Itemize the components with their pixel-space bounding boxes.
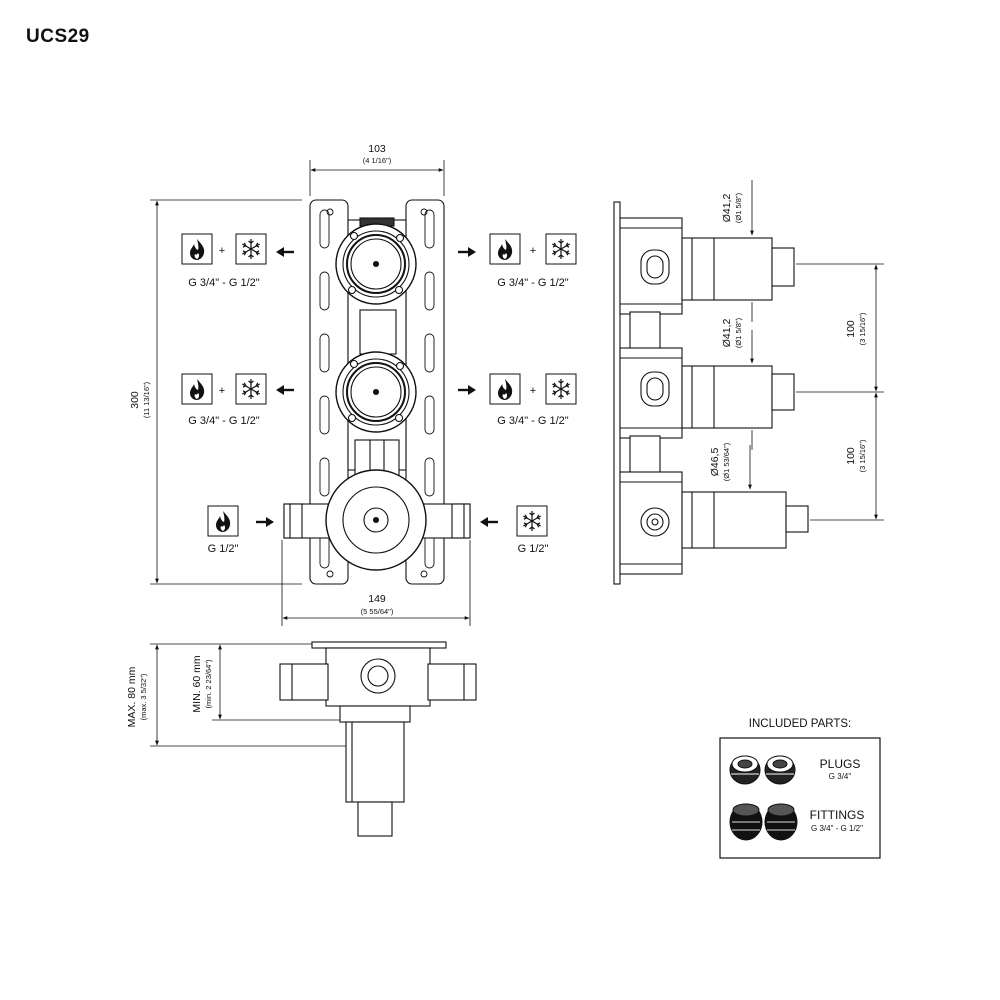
- fitting-icon: [764, 803, 798, 841]
- flame-icon: [489, 373, 521, 405]
- front-view: [283, 199, 471, 585]
- part-size-plugs: G 3/4": [829, 772, 852, 781]
- arrow-right-icon: [456, 245, 478, 259]
- included-parts-heading: INCLUDED PARTS:: [749, 718, 851, 730]
- arrow-left-icon: [478, 515, 500, 529]
- fitting-icon: [729, 803, 763, 841]
- dim-max-depth: MAX. 80 mm: [126, 666, 138, 727]
- flame-icon: [181, 233, 213, 265]
- dim-diameter-lower: Ø46,5: [709, 448, 721, 477]
- depth-dimensions: [150, 643, 346, 747]
- snowflake-icon: [235, 373, 267, 405]
- dim-width-bottom-imperial: (5 55/64"): [361, 607, 394, 616]
- dim-width-bottom: 149: [368, 593, 386, 605]
- plug-icon: [729, 755, 761, 785]
- flame-icon: [207, 505, 239, 537]
- part-size-fittings: G 3/4" - G 1/2": [811, 824, 863, 833]
- dim-height: 300: [129, 391, 141, 409]
- dim-width-top-imperial: (4 1/16"): [363, 156, 392, 165]
- label-outlet-mid-left: G 3/4" - G 1/2": [188, 415, 259, 427]
- plus-sign: +: [219, 385, 225, 397]
- depth-view: [279, 641, 477, 837]
- arrow-left-icon: [274, 383, 296, 397]
- arrow-left-icon: [274, 245, 296, 259]
- dim-diameter-middle-imperial: (Ø1 5/8"): [734, 317, 743, 348]
- dim-width-top: 103: [368, 143, 386, 155]
- plus-sign: +: [219, 245, 225, 257]
- dim-diameter-upper: Ø41,2: [721, 194, 733, 223]
- dim-diameter-lower-imperial: (Ø1 53/64"): [722, 442, 731, 481]
- label-outlet-top-left: G 3/4" - G 1/2": [188, 277, 259, 289]
- snowflake-icon: [235, 233, 267, 265]
- dim-spacing-upper: 100: [845, 320, 857, 338]
- front-dimensions: [150, 160, 471, 626]
- dim-diameter-upper-imperial: (Ø1 5/8"): [734, 192, 743, 223]
- label-inlet-hot: G 1/2": [208, 543, 239, 555]
- snowflake-icon: [516, 505, 548, 537]
- dim-spacing-lower: 100: [845, 447, 857, 465]
- dim-spacing-lower-imperial: (3 15/16"): [858, 439, 867, 472]
- dim-min-depth-imperial: (min. 2 23/64"): [204, 659, 213, 708]
- included-parts-box: [719, 737, 881, 859]
- arrow-right-icon: [456, 383, 478, 397]
- dim-height-imperial: (11 13/16"): [142, 381, 151, 418]
- side-dimensions: [748, 180, 884, 521]
- flame-icon: [181, 373, 213, 405]
- label-outlet-top-right: G 3/4" - G 1/2": [497, 277, 568, 289]
- snowflake-icon: [545, 373, 577, 405]
- label-outlet-mid-right: G 3/4" - G 1/2": [497, 415, 568, 427]
- arrow-right-icon: [254, 515, 276, 529]
- flame-icon: [489, 233, 521, 265]
- part-name-fittings: FITTINGS: [810, 808, 865, 822]
- product-code: UCS29: [26, 26, 90, 47]
- side-view: [613, 201, 809, 585]
- label-inlet-cold: G 1/2": [518, 543, 549, 555]
- plus-sign: +: [530, 385, 536, 397]
- plug-icon: [764, 755, 796, 785]
- dim-min-depth: MIN. 60 mm: [191, 655, 203, 712]
- plus-sign: +: [530, 245, 536, 257]
- snowflake-icon: [545, 233, 577, 265]
- part-name-plugs: PLUGS: [820, 757, 861, 771]
- dim-spacing-upper-imperial: (3 15/16"): [858, 312, 867, 345]
- dim-max-depth-imperial: (max. 3 5/32"): [139, 673, 148, 720]
- dim-diameter-middle: Ø41,2: [721, 319, 733, 348]
